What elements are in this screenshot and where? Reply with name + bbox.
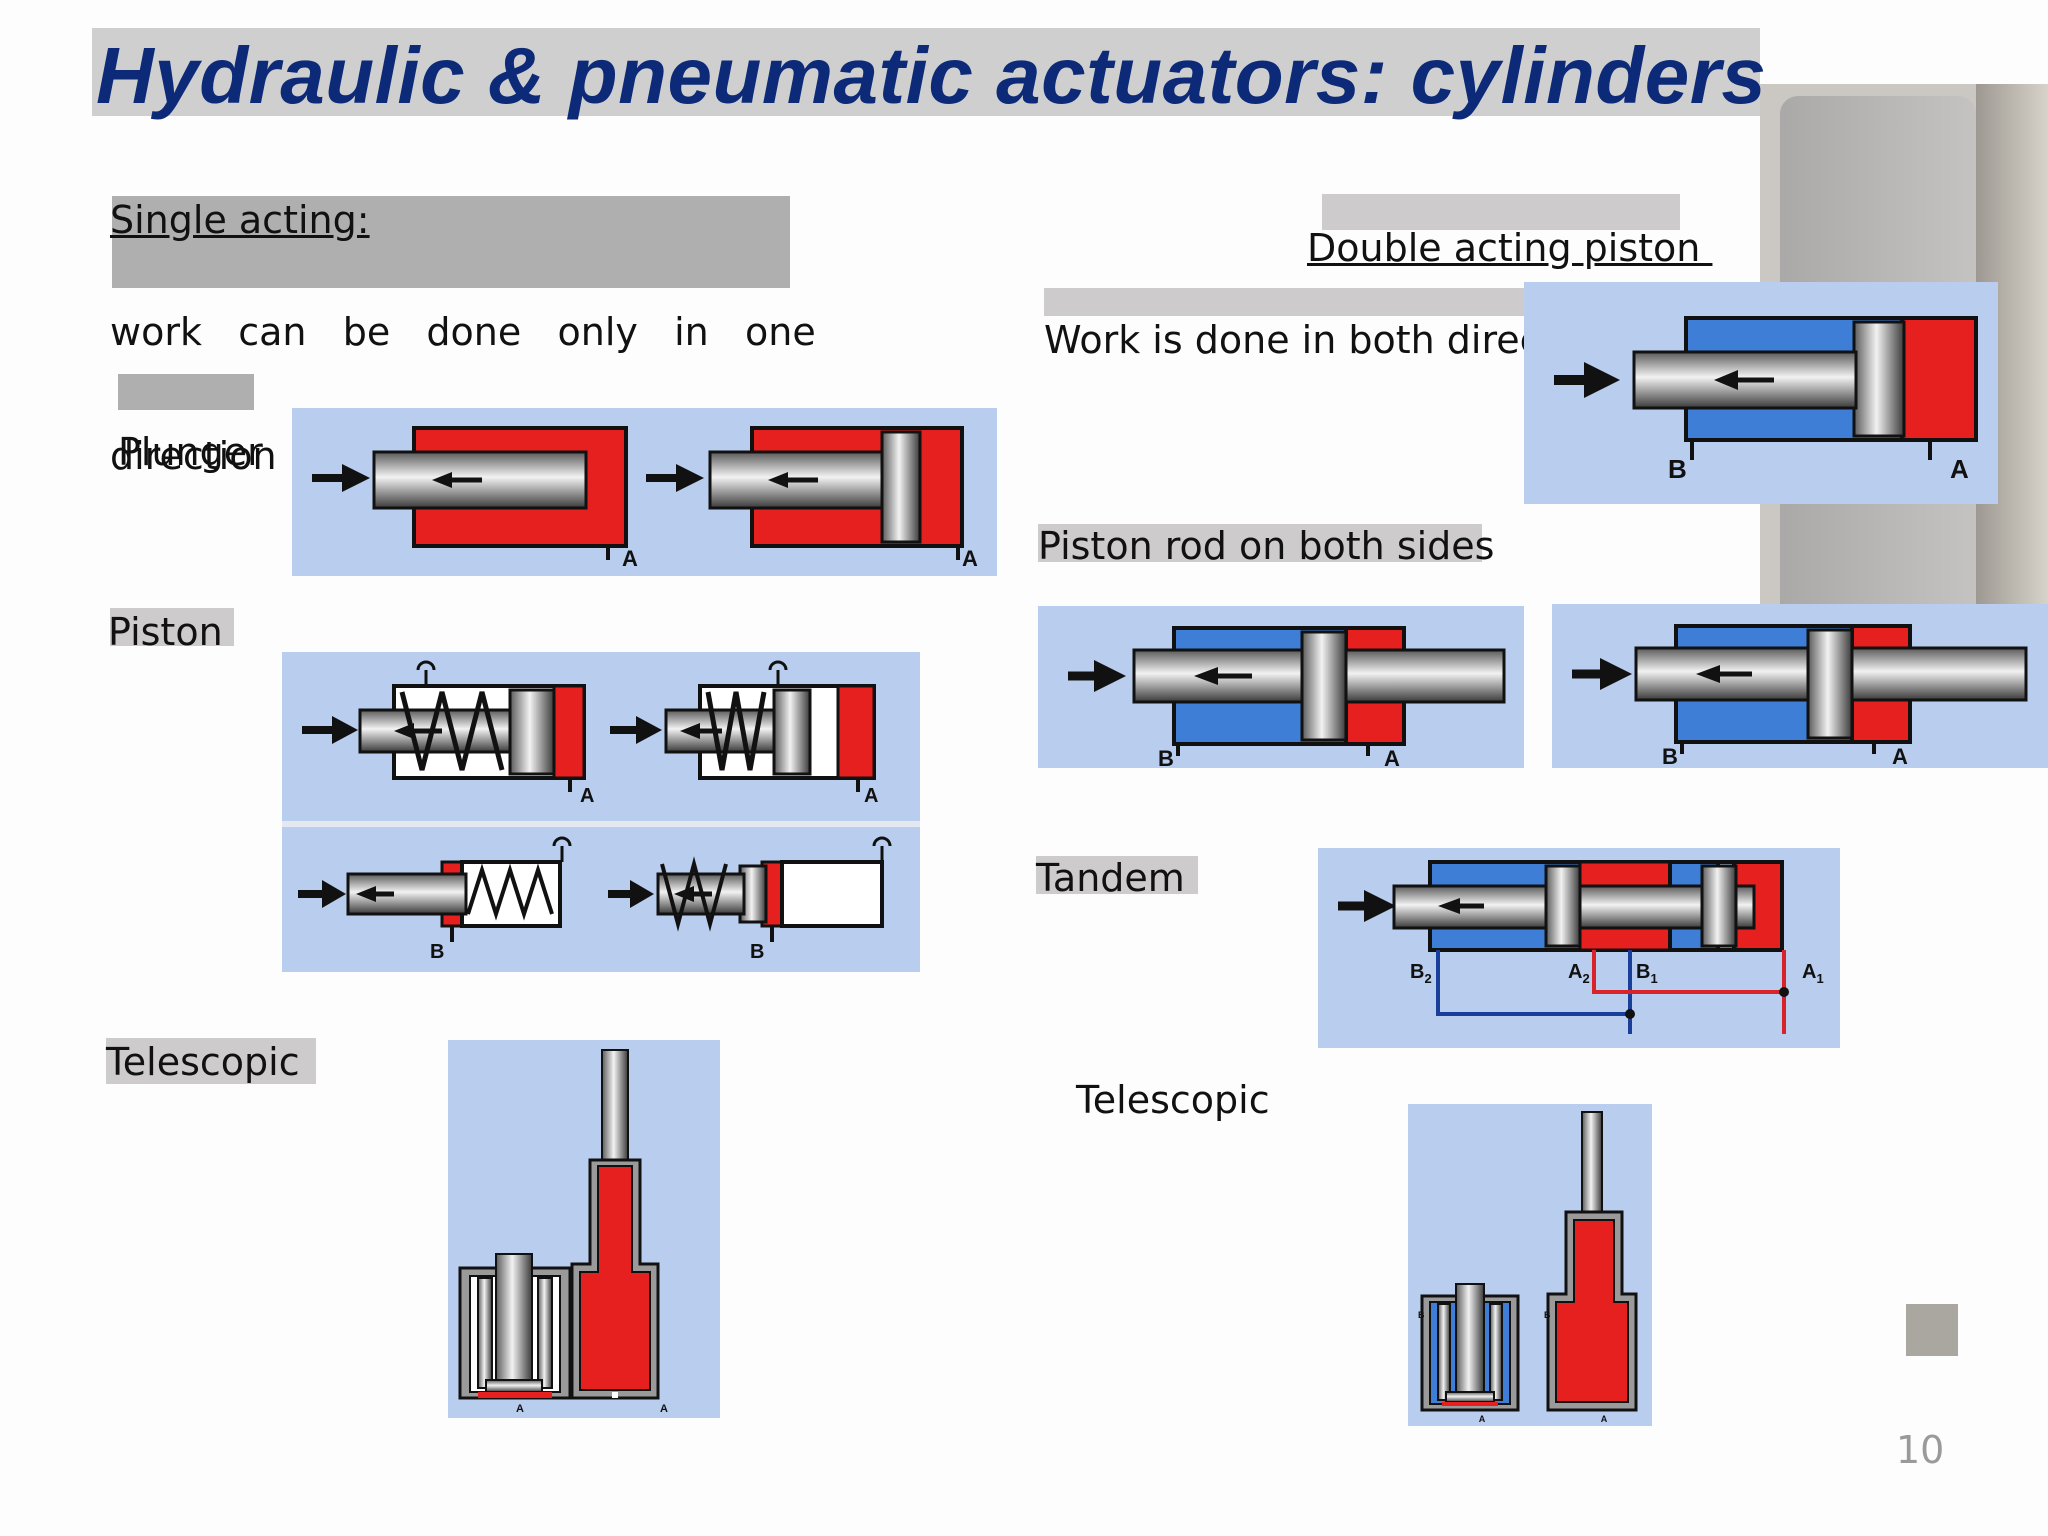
telescopic-left-diagram: A A xyxy=(448,1040,720,1418)
port-b-label: B xyxy=(1418,1310,1425,1320)
port-b-label: B xyxy=(1158,746,1174,768)
telescopic-right-diagram: B A B A xyxy=(1408,1104,1652,1426)
double-acting-heading: Double acting piston xyxy=(1307,226,1713,270)
port-b-label: B xyxy=(1668,454,1687,484)
port-a-label: A xyxy=(962,546,978,571)
port-a-label: A xyxy=(580,785,594,807)
port-b1-label: B1 xyxy=(1636,961,1658,986)
port-a-label: A xyxy=(516,1403,524,1415)
rod-both-sides-diagram-1: B A xyxy=(1038,606,1524,768)
port-a2-label: A2 xyxy=(1568,961,1590,986)
plunger-diagram: A A xyxy=(292,408,997,576)
port-b-label: B xyxy=(430,941,444,963)
slide-title: Hydraulic & pneumatic actuators: cylinde… xyxy=(96,31,1767,120)
port-a-label: A xyxy=(660,1403,668,1415)
double-acting-desc-box xyxy=(1044,288,1592,316)
tandem-diagram: B2 A2 B1 A1 xyxy=(1318,848,1840,1048)
telescopic-right-label: Telescopic xyxy=(1076,1078,1270,1122)
rod-both-sides-label-box xyxy=(1038,524,1482,562)
port-b-label: B xyxy=(1662,744,1678,768)
port-a1-label: A1 xyxy=(1802,961,1824,986)
port-a-label: A xyxy=(1950,454,1969,484)
telescopic-left-label: Telescopic xyxy=(106,1040,300,1084)
single-acting-description-cont: direction xyxy=(110,434,277,478)
port-a-label: A xyxy=(1601,1414,1608,1424)
single-acting-description: work can be done only in one xyxy=(110,310,816,354)
rod-both-sides-label: Piston rod on both sides xyxy=(1038,524,1495,568)
double-acting-label-box xyxy=(1322,194,1680,230)
tandem-label-box xyxy=(1036,856,1198,894)
single-acting-label-box xyxy=(112,196,790,288)
single-acting-heading: Single acting: xyxy=(110,198,370,242)
plunger-label-box xyxy=(118,374,254,410)
port-a-label: A xyxy=(1479,1414,1486,1424)
plunger-label: Plunger xyxy=(118,430,263,474)
rod-both-sides-diagram-2: B A xyxy=(1552,604,2048,768)
decorative-square xyxy=(1906,1304,1958,1356)
tandem-label: Tandem xyxy=(1036,856,1185,900)
port-a-label: A xyxy=(1384,746,1400,768)
double-acting-diagram: B A xyxy=(1524,282,1998,504)
port-a-label: A xyxy=(1892,744,1908,768)
piston-label: Piston xyxy=(108,610,223,654)
port-b2-label: B2 xyxy=(1410,961,1432,986)
piston-diagram: A A B xyxy=(282,652,920,972)
port-a-label: A xyxy=(864,785,878,807)
port-a-label: A xyxy=(622,546,638,571)
port-b-label: B xyxy=(1544,1310,1551,1320)
title-background xyxy=(92,28,1760,116)
page-number: 10 xyxy=(1896,1428,1945,1472)
piston-label-box xyxy=(110,608,234,646)
telescopic-left-label-box xyxy=(106,1038,316,1084)
port-b-label: B xyxy=(750,941,764,963)
